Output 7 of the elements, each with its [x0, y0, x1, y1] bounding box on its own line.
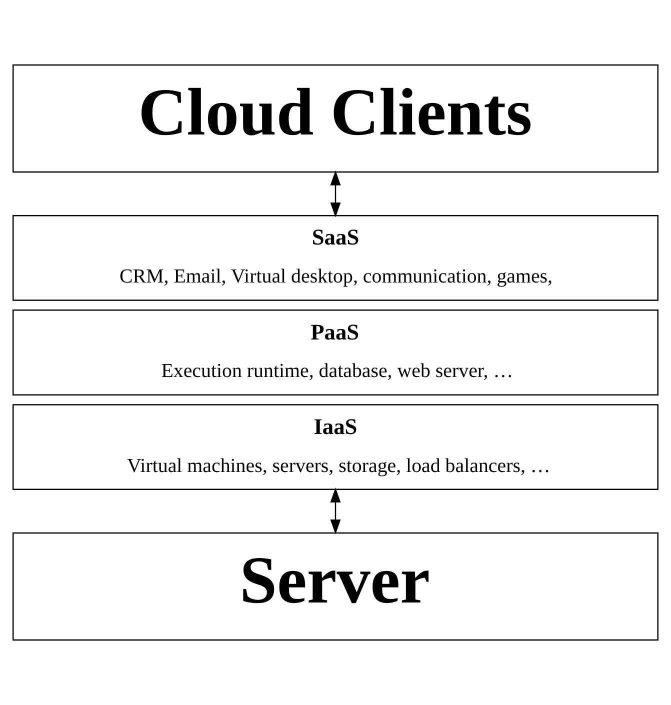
node-box: Cloud Clients [12, 64, 658, 173]
arrow [330, 170, 341, 218]
node-box: SaaS CRM, Email, Virtual desktop, communication, games, [12, 214, 658, 301]
arrow [330, 488, 341, 534]
node-box: PaaS Execution runtime, database, web server, … [12, 310, 658, 396]
node-box: Server [12, 532, 658, 641]
node-box: IaaS Virtual machines, servers, storage, load balancers, … [12, 404, 658, 490]
